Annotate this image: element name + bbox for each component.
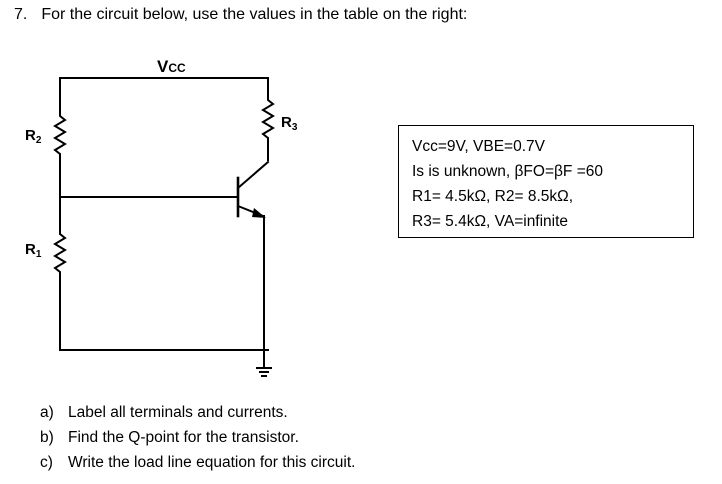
values-line-4: R3= 5.4kΩ, VA=infinite: [412, 213, 569, 230]
r1-label: R1: [25, 241, 42, 260]
resistor-r1: [53, 229, 67, 277]
emitter-arrow-icon: [252, 208, 266, 218]
question-number: 7.: [14, 6, 28, 23]
part-c-text: Write the load line equation for this ci…: [68, 454, 356, 471]
vcc-label: VCC: [157, 57, 186, 76]
part-b: b) Find the Q-point for the transistor.: [40, 425, 355, 450]
part-a: a) Label all terminals and currents.: [40, 400, 355, 425]
r2-label: R2: [25, 127, 42, 146]
question-parts: a) Label all terminals and currents. b) Fi…: [40, 400, 355, 475]
question-header: 7. For the circuit below, use the values …: [14, 6, 467, 24]
part-a-letter: a): [40, 404, 54, 421]
part-a-text: Label all terminals and currents.: [68, 404, 288, 421]
values-table: Vcc=9V, VBE=0.7V Is is unknown, βFO=βF =…: [398, 125, 694, 238]
resistor-r3: [261, 95, 275, 143]
question-prompt: For the circuit below, use the values in…: [41, 6, 468, 23]
part-c: c) Write the load line equation for this …: [40, 450, 355, 475]
resistor-r2: [53, 111, 67, 159]
part-b-letter: b): [40, 429, 54, 446]
values-line-3: R1= 4.5kΩ, R2= 8.5kΩ,: [412, 188, 574, 205]
values-line-2: Is is unknown, βFO=βF =60: [412, 163, 603, 180]
values-line-1: Vcc=9V, VBE=0.7V: [412, 138, 545, 155]
part-c-letter: c): [40, 454, 53, 471]
part-b-text: Find the Q-point for the transistor.: [68, 429, 299, 446]
transistor-collector-lead: [236, 160, 270, 190]
r3-label: R3: [281, 114, 298, 133]
